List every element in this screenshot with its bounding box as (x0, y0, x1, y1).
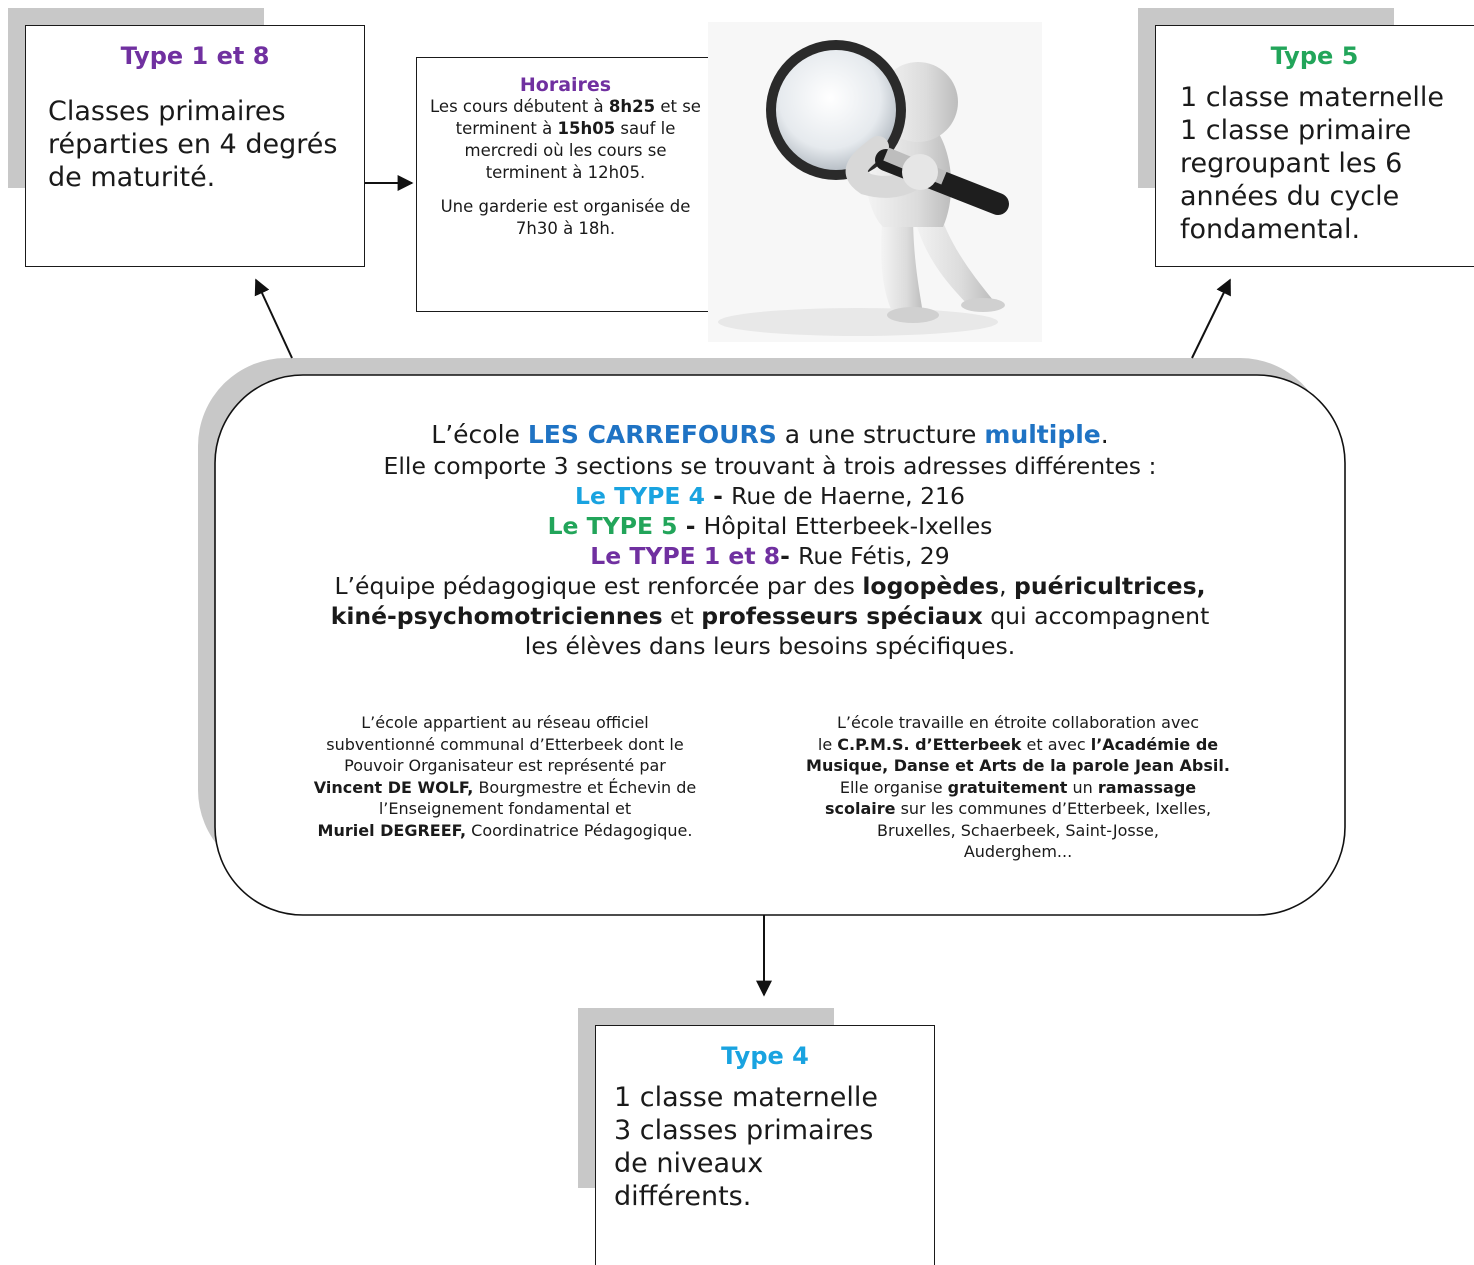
horaires-garderie: Une garderie est organisée de 7h30 à 18h… (440, 197, 691, 238)
team-line-2: kiné-psychomotriciennes et professeurs s… (330, 602, 1210, 630)
section-type5: Le TYPE 5 - Hôpital Etterbeek-Ixelles (547, 512, 993, 540)
network-line: L’école appartient au réseau officiel (361, 713, 649, 732)
collaboration-line: Bruxelles, Schaerbeek, Saint-Josse, (877, 820, 1159, 840)
type4-line: 3 classes primaires (614, 1114, 874, 1146)
team-line-3: les élèves dans leurs besoins spécifique… (524, 632, 1016, 660)
arrow-center-to-type5 (1191, 278, 1231, 359)
magnifying-glass-figure-icon (708, 22, 1042, 342)
horaires-text-1: Les cours débutent à (430, 97, 609, 116)
type5-line: fondamental. (1180, 213, 1361, 245)
collaboration-line: L’école travaille en étroite collaborati… (836, 713, 1200, 732)
type4-line: de niveaux (614, 1147, 764, 1179)
horaires-title: Horaires (519, 74, 612, 96)
type18-title: Type 1 et 8 (120, 42, 270, 70)
horaires-start-time: 8h25 (608, 97, 656, 116)
collaboration-column: L’école travaille en étroite collaborati… (772, 712, 1264, 863)
team-line-1: L’équipe pédagogique est renforcée par d… (334, 572, 1206, 600)
horaires-end-time: 15h05 (557, 119, 616, 138)
network-line: Pouvoir Organisateur est représenté par (344, 756, 666, 775)
school-structure-line: L’école LES CARREFOURS a une structure m… (431, 420, 1109, 449)
network-column: L’école appartient au réseau officiel su… (260, 712, 750, 841)
horaires-text-3: sauf le mercredi où les cours se termine… (464, 119, 676, 182)
type18-body: Classes primaires réparties en 4 degrés … (48, 96, 338, 193)
collaboration-line: Auderghem... (963, 842, 1073, 861)
collaboration-line: le C.P.M.S. d’Etterbeek et avec l’Académ… (817, 734, 1219, 754)
section-type4: Le TYPE 4 - Rue de Haerne, 216 (575, 482, 965, 510)
network-line: Vincent DE WOLF, Bourgmestre et Échevin … (313, 777, 697, 797)
type5-line: années du cycle (1180, 180, 1400, 212)
type4-body: 1 classe maternelle 3 classes primaires … (596, 1070, 934, 1214)
collaboration-line: Musique, Danse et Arts de la parole Jean… (806, 756, 1230, 775)
type5-line: 1 classe primaire (1180, 114, 1412, 146)
network-line: l’Enseignement fondamental et (378, 799, 632, 818)
type5-line: regroupant les 6 (1180, 147, 1403, 179)
structure-word: multiple (984, 420, 1101, 449)
school-name: LES CARREFOURS (527, 420, 777, 449)
type5-body: 1 classe maternelle 1 classe primaire re… (1156, 70, 1474, 247)
type5-line: 1 classe maternelle (1180, 82, 1444, 113)
collaboration-line: Elle organise gratuitement un ramassage (839, 777, 1197, 797)
type5-title: Type 5 (1270, 42, 1359, 70)
type5-box: Type 5 1 classe maternelle 1 classe prim… (1155, 25, 1474, 267)
network-line: subventionné communal d’Etterbeek dont l… (326, 734, 684, 754)
section-type18: Le TYPE 1 et 8- Rue Fétis, 29 (590, 542, 950, 570)
collaboration-line: scolaire sur les communes d’Etterbeek, I… (824, 799, 1212, 818)
horaires-text-2: et se terminent à (455, 97, 701, 138)
sections-intro: Elle comporte 3 sections se trouvant à t… (383, 452, 1157, 480)
type4-line: 1 classe maternelle (614, 1082, 878, 1113)
horaires-box: Horaires Les cours débutent à 8h25 et se… (416, 57, 715, 312)
horaires-schedule: Les cours débutent à 8h25 et se terminen… (427, 96, 704, 184)
type18-box: Type 1 et 8 Classes primaires réparties … (25, 25, 365, 267)
center-description: L’école LES CARREFOURS a une structure m… (240, 418, 1300, 661)
type4-title: Type 4 (721, 1042, 809, 1070)
type4-box: Type 4 1 classe maternelle 3 classes pri… (595, 1025, 935, 1265)
type4-line: différents. (614, 1180, 752, 1212)
network-line: Muriel DEGREEF, Coordinatrice Pédagogiqu… (317, 820, 693, 840)
arrow-center-to-type18 (254, 278, 293, 359)
center-frame (214, 374, 1346, 916)
